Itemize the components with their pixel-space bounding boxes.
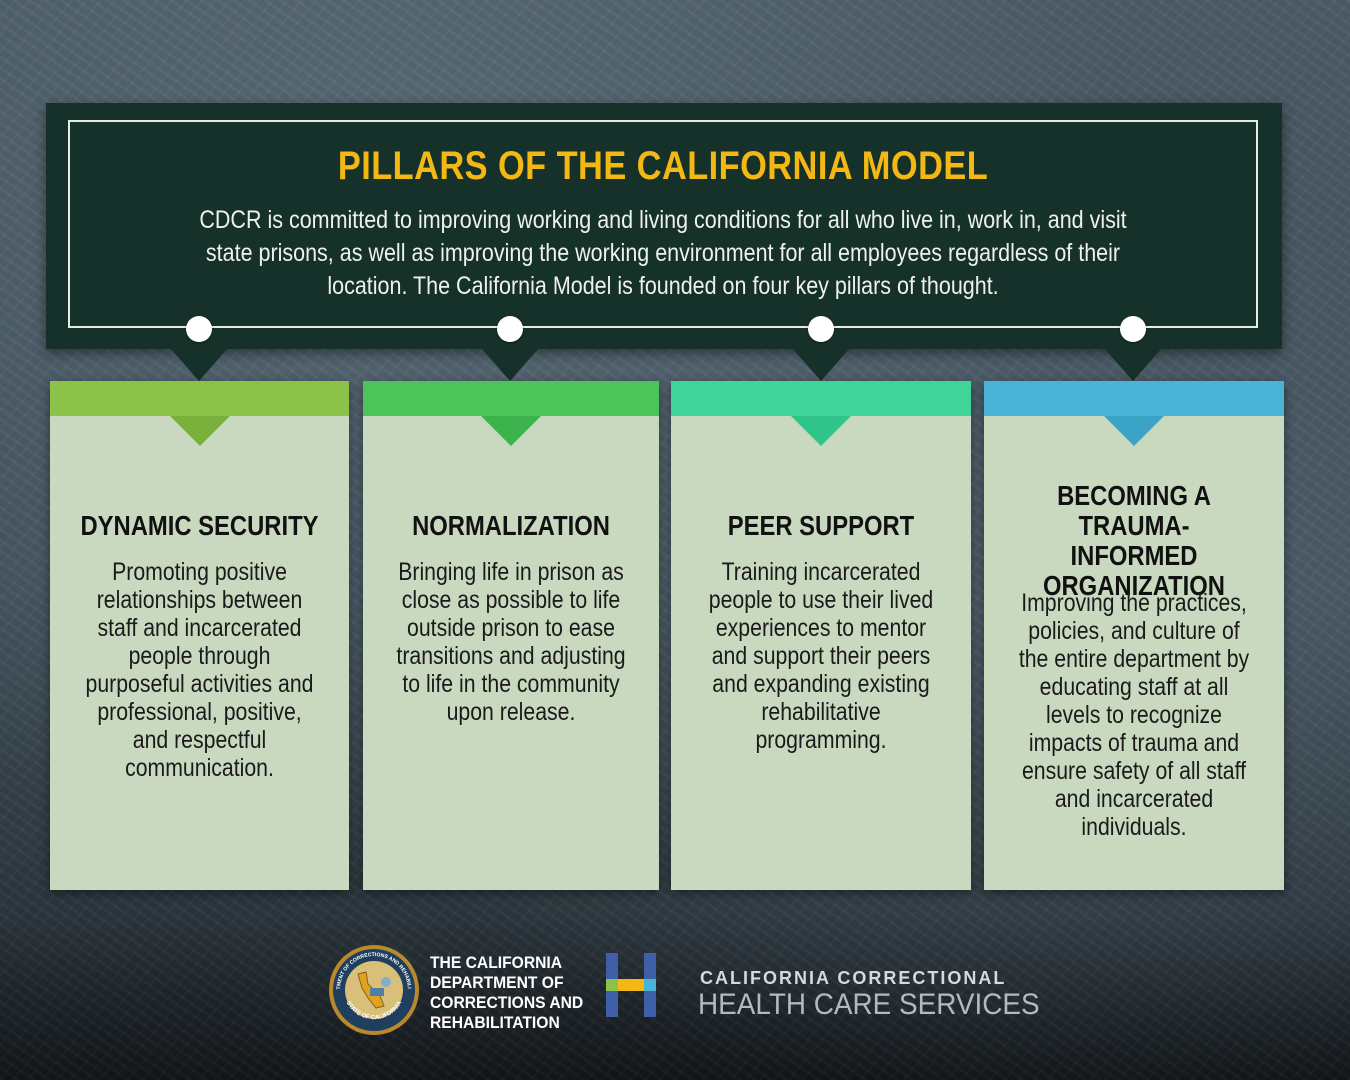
- intro-text: CDCR is committed to improving working a…: [199, 206, 1127, 300]
- pillar-card-normalization: NORMALIZATION Bringing life in prison as…: [363, 381, 659, 890]
- pillar-notch: [1104, 416, 1164, 446]
- pillar-title: DYNAMIC SECURITY: [80, 510, 319, 541]
- pillar-color-bar: [671, 381, 971, 416]
- pillar-card-dynamic-security: DYNAMIC SECURITY Promoting positive rela…: [50, 381, 349, 890]
- cchcs-name-line1: CALIFORNIA CORRECTIONAL: [700, 968, 1007, 988]
- connector-dot-2: [497, 316, 523, 342]
- pillar-description: Training incarcerated people to use thei…: [708, 558, 934, 754]
- pillar-notch: [170, 416, 230, 446]
- cchcs-name-line2: HEALTH CARE SERVICES: [698, 988, 1040, 1021]
- pillar-notch: [481, 416, 541, 446]
- connector-pointer-2: [481, 348, 539, 381]
- pillar-title: BECOMING A TRAUMA-INFORMED ORGANIZATION: [1042, 480, 1226, 601]
- cdcr-seal-logo: DEPARTMENT OF CORRECTIONS AND REHABILITA…: [328, 944, 419, 1035]
- pillar-description: Promoting positive relationships between…: [85, 558, 314, 782]
- page-title: PILLARS OF THE CALIFORNIA MODEL: [337, 144, 989, 188]
- connector-dot-4: [1120, 316, 1146, 342]
- pillar-color-bar: [363, 381, 659, 416]
- pillar-title: PEER SUPPORT: [727, 510, 915, 541]
- pillar-notch: [791, 416, 851, 446]
- connector-pointer-4: [1104, 348, 1162, 381]
- connector-pointer-3: [792, 348, 850, 381]
- pillar-color-bar: [984, 381, 1284, 416]
- connector-dot-1: [186, 316, 212, 342]
- pillar-card-trauma-informed: BECOMING A TRAUMA-INFORMED ORGANIZATION …: [984, 381, 1284, 890]
- connector-dot-3: [808, 316, 834, 342]
- pillar-description: Improving the practices, policies, and c…: [1018, 589, 1250, 841]
- cchcs-h-logo: [606, 953, 656, 1017]
- connector-pointer-1: [170, 348, 228, 381]
- pillar-color-bar: [50, 381, 349, 416]
- pillar-title: NORMALIZATION: [412, 510, 610, 541]
- cdcr-name: THE CALIFORNIA DEPARTMENT OF CORRECTIONS…: [430, 953, 584, 1032]
- header-frame: [68, 120, 1258, 328]
- pillar-card-peer-support: PEER SUPPORT Training incarcerated peopl…: [671, 381, 971, 890]
- header-panel: [46, 103, 1282, 349]
- pillar-description: Bringing life in prison as close as poss…: [396, 558, 626, 726]
